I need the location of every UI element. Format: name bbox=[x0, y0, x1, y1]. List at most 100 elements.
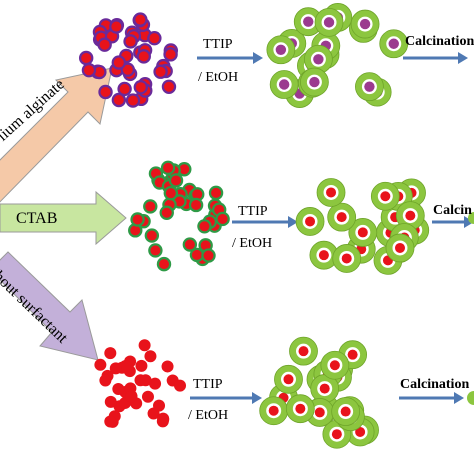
row2-core-shell-particle bbox=[177, 162, 192, 177]
row3-coated-particle bbox=[320, 350, 350, 380]
row2-core-shell-particle bbox=[168, 173, 184, 188]
row2-final-fragment bbox=[468, 212, 474, 224]
row3-coated-particle bbox=[285, 394, 315, 424]
row3-bare-particle bbox=[109, 362, 122, 375]
row2-coated-cluster bbox=[295, 178, 430, 275]
row3-calcination-label: Calcination bbox=[400, 377, 470, 392]
row1-core-shell-particle bbox=[117, 81, 132, 97]
row2-ttip-label: TTIP bbox=[238, 204, 268, 219]
row2-coated-particle bbox=[295, 207, 325, 236]
ctab-arrow bbox=[0, 190, 127, 246]
row3-precursor-cluster bbox=[94, 339, 187, 428]
row2-core-shell-particle bbox=[143, 199, 158, 214]
row1-core-shell-particle bbox=[125, 93, 141, 108]
row3-coated-particle bbox=[289, 336, 318, 366]
row2-core-shell-particle bbox=[188, 197, 204, 213]
row3-ttip-arrow bbox=[190, 392, 262, 404]
row3-etoh-label: / EtOH bbox=[188, 408, 229, 423]
row1-coated-particle bbox=[350, 9, 380, 39]
row2-etoh-label: / EtOH bbox=[232, 236, 273, 251]
row2-coated-particle bbox=[309, 240, 339, 270]
row3-calcination-arrow bbox=[399, 392, 464, 404]
row2-coated-particle bbox=[332, 244, 362, 273]
row1-core-shell-particle bbox=[111, 55, 127, 70]
row2-core-shell-particle bbox=[128, 223, 143, 238]
row1-ttip-label: TTIP bbox=[203, 37, 233, 52]
row1-core-shell-particle bbox=[153, 64, 168, 79]
row3-coated-particle bbox=[259, 396, 289, 426]
row2-coated-particle bbox=[370, 181, 400, 211]
row1-etoh-label: / EtOH bbox=[198, 70, 239, 85]
row3-bare-particle bbox=[99, 374, 112, 387]
row2-core-shell-particle bbox=[160, 160, 176, 175]
row1-core-shell-particle bbox=[109, 19, 124, 34]
row1-core-shell-particle bbox=[161, 79, 177, 94]
row2-core-shell-particle bbox=[215, 211, 230, 227]
row3-bare-particle bbox=[149, 377, 162, 390]
row2-core-shell-particle bbox=[189, 247, 205, 263]
row3-bare-particle bbox=[104, 347, 117, 360]
row1-core-shell-particle bbox=[98, 84, 113, 100]
row1-coated-particle bbox=[300, 67, 329, 97]
row1-coated-cluster bbox=[266, 3, 409, 108]
without-surfactant-arrow bbox=[0, 251, 99, 361]
row3-coated-cluster bbox=[259, 336, 379, 449]
row3-final-fragment bbox=[467, 391, 474, 405]
row3-coated-particle bbox=[331, 397, 361, 426]
row1-coated-particle bbox=[355, 72, 384, 102]
row3-bare-particle bbox=[153, 399, 166, 412]
row2-coated-particle bbox=[385, 233, 415, 263]
row3-bare-particle bbox=[138, 339, 151, 352]
row2-coated-particle bbox=[327, 202, 357, 232]
row2-core-shell-particle bbox=[148, 243, 163, 258]
row2-coated-particle bbox=[395, 201, 425, 231]
row1-core-shell-particle bbox=[133, 12, 148, 27]
row1-coated-particle bbox=[269, 70, 299, 99]
row3-bare-particle bbox=[139, 374, 152, 387]
row2-precursor-cluster bbox=[128, 160, 230, 272]
row3-bare-particle bbox=[135, 359, 148, 372]
row2-core-shell-particle bbox=[130, 212, 145, 227]
row1-coated-particle bbox=[314, 7, 344, 37]
ctab-label: CTAB bbox=[16, 210, 58, 227]
row2-coated-particle bbox=[316, 178, 346, 207]
row1-ttip-arrow bbox=[197, 52, 263, 64]
row2-core-shell-particle bbox=[144, 228, 160, 243]
row1-core-shell-particle bbox=[78, 50, 94, 66]
row3-bare-particle bbox=[104, 415, 117, 428]
row3-bare-particle bbox=[94, 358, 107, 371]
row3-bare-particle bbox=[141, 390, 154, 403]
row1-core-shell-particle bbox=[81, 62, 97, 78]
row2-calcination-arrow bbox=[432, 216, 474, 228]
row3-bare-particle bbox=[174, 379, 187, 392]
row1-core-shell-particle bbox=[123, 34, 138, 49]
row3-bare-particle bbox=[157, 413, 170, 426]
row1-calcination-label: Calcination bbox=[405, 34, 474, 49]
row2-core-shell-particle bbox=[197, 219, 212, 234]
row2-core-shell-particle bbox=[190, 187, 205, 202]
row1-core-shell-particle bbox=[147, 30, 162, 46]
row3-bare-particle bbox=[161, 360, 174, 373]
row2-core-shell-particle bbox=[156, 256, 172, 272]
row3-bare-particle bbox=[112, 383, 125, 396]
row2-core-shell-particle bbox=[201, 248, 216, 263]
row2-coated-particle bbox=[348, 218, 378, 247]
row3-coated-particle bbox=[274, 364, 303, 394]
particles-layer bbox=[78, 3, 474, 449]
row3-ttip-label: TTIP bbox=[193, 377, 223, 392]
row1-calcination-arrow bbox=[403, 52, 468, 64]
row1-core-shell-particle bbox=[133, 80, 149, 95]
row2-calcination-label: Calcin bbox=[433, 203, 472, 218]
row1-coated-particle bbox=[266, 35, 296, 65]
row1-core-shell-particle bbox=[136, 49, 151, 64]
row1-coated-particle bbox=[303, 44, 333, 74]
row2-core-shell-particle bbox=[182, 237, 198, 252]
row3-bare-particle bbox=[104, 395, 117, 408]
row1-coated-particle bbox=[293, 7, 323, 37]
row3-bare-particle bbox=[144, 350, 157, 363]
row2-core-shell-particle bbox=[208, 185, 224, 201]
row2-core-shell-particle bbox=[163, 185, 179, 201]
row3-bare-particle bbox=[125, 390, 138, 403]
row1-precursor-cluster bbox=[78, 12, 179, 108]
row3-coated-particle bbox=[310, 374, 340, 403]
